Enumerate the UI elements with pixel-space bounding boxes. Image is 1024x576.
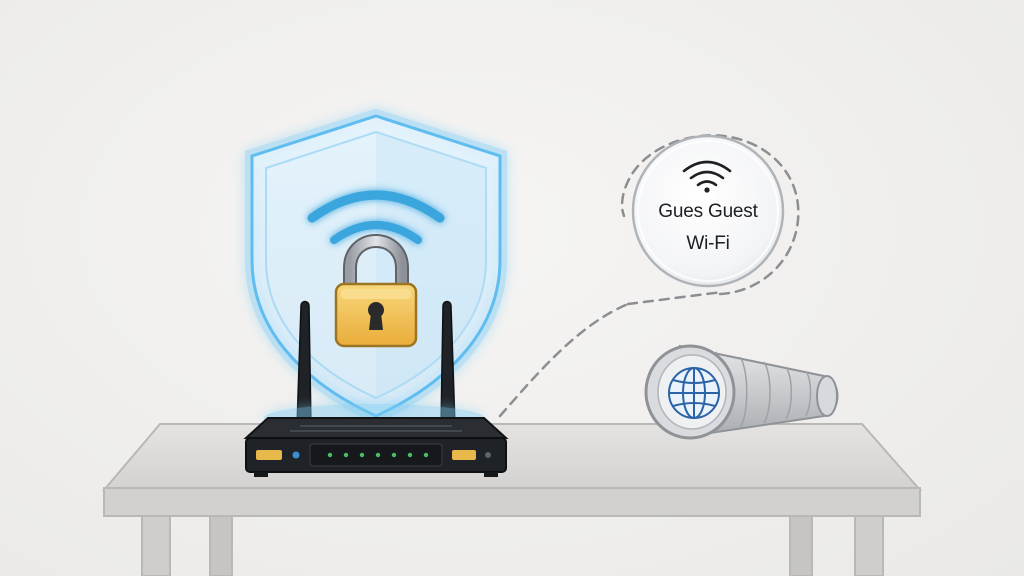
globe-icon (668, 367, 720, 419)
router-port-light (256, 450, 282, 460)
connection-path (498, 134, 800, 418)
router-antennas (296, 300, 456, 427)
router-port-light (452, 450, 476, 460)
router-power-led (292, 451, 300, 459)
guest-wifi-label-line1: Gues Guest (658, 201, 758, 222)
wifi-icon (682, 160, 732, 193)
table (101, 423, 923, 576)
status-leds (327, 452, 429, 458)
router (243, 417, 509, 477)
wifi-icon (307, 190, 445, 244)
padlock-icon (334, 234, 418, 348)
guest-wifi-bubble (631, 134, 785, 288)
shield-icon (245, 108, 507, 424)
guest-wifi-label-line2: Wi-Fi (686, 233, 730, 254)
guest-wifi-label: Gues Guest Wi-Fi (636, 196, 780, 260)
